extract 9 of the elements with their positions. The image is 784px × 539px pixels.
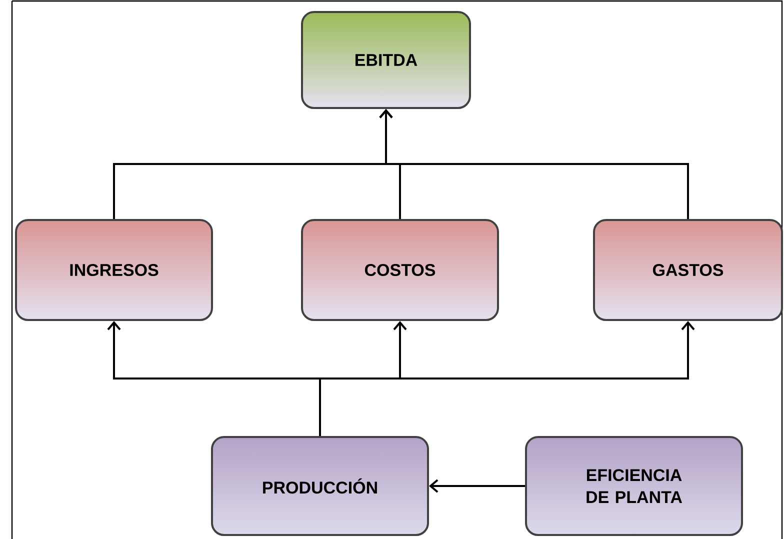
process-box: INGRESOS xyxy=(15,219,213,321)
process-box: GASTOS xyxy=(593,219,783,321)
arrow xyxy=(319,321,695,436)
process-box: COSTOS xyxy=(301,219,499,321)
arrow xyxy=(379,109,689,219)
process-box: EFICIENCIA DE PLANTA xyxy=(525,436,743,536)
process-box: PRODUCCIÓN xyxy=(211,436,429,536)
arrow xyxy=(429,479,525,493)
process-box: EBITDA xyxy=(301,11,471,109)
